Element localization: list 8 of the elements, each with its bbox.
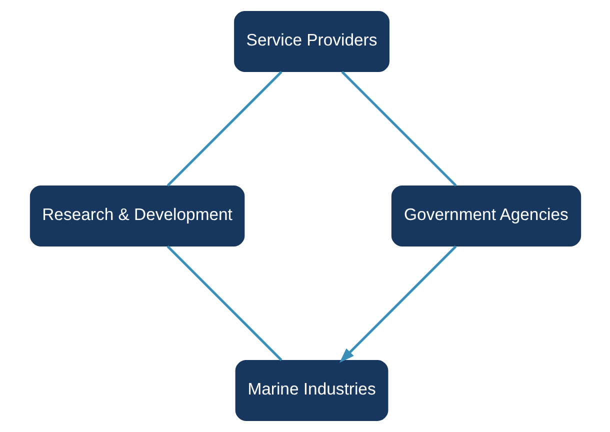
connector [166,70,282,186]
node-box: Government Agencies [390,186,581,246]
node-box: Service Providers [234,11,389,72]
connector [340,71,456,187]
node-box: Research & Development [29,186,244,246]
node-box: Marine Industries [234,360,388,421]
arrow [338,246,456,363]
connector [166,245,282,361]
